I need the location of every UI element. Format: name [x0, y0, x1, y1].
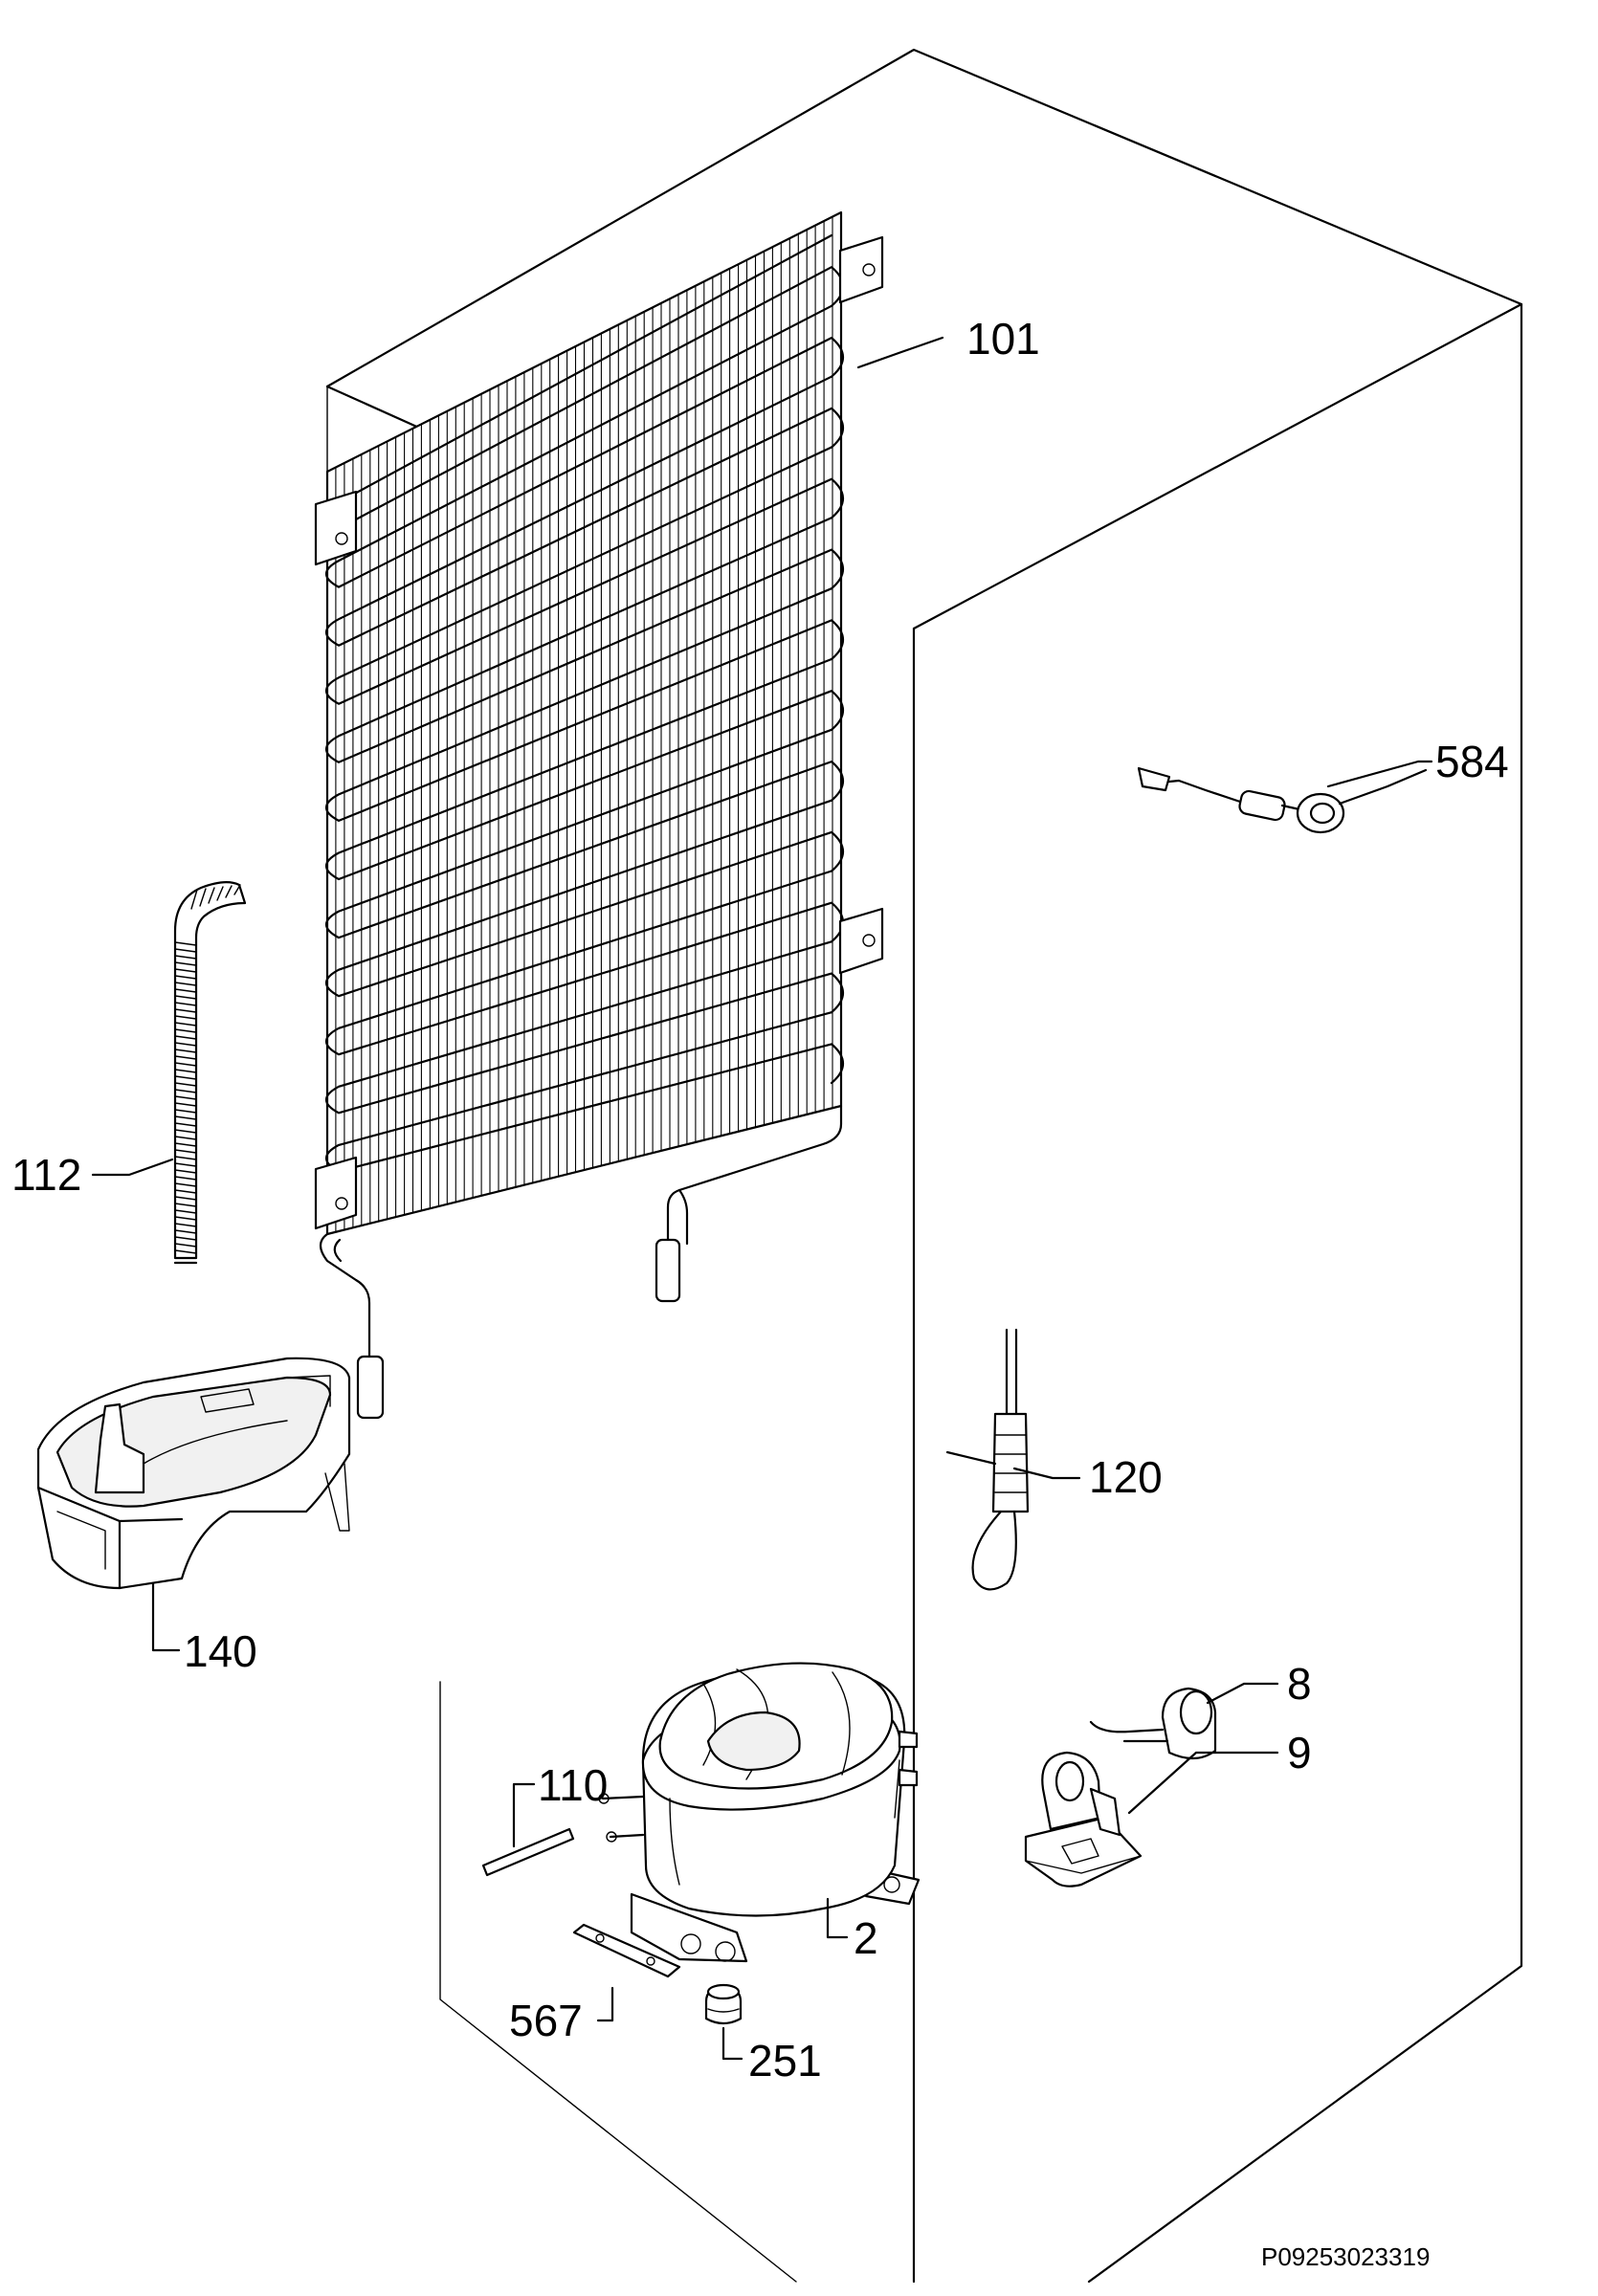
cabinet-outline: [325, 48, 1523, 2284]
label-584: 584: [1435, 737, 1509, 786]
start-relay: [1089, 1687, 1217, 1760]
label-120: 120: [1089, 1452, 1163, 1502]
label-8: 8: [1287, 1659, 1312, 1709]
thermistor-cable: [1137, 766, 1428, 834]
thermostat-sensor: [945, 1328, 1030, 1591]
rubber-grommet: [704, 1983, 743, 2025]
label-567: 567: [509, 1996, 583, 2045]
mounting-plate: [572, 1923, 681, 1978]
drip-tray: [36, 1357, 351, 1590]
label-9: 9: [1287, 1728, 1312, 1777]
label-140: 140: [184, 1626, 257, 1676]
label-2: 2: [854, 1913, 878, 1963]
compressor: [598, 1662, 921, 1963]
drawing-code: P09253023319: [1261, 2242, 1430, 2271]
drain-hose: [173, 881, 247, 1265]
process-tube: [481, 1827, 575, 1877]
label-110: 110: [538, 1760, 608, 1810]
label-101: 101: [966, 314, 1040, 364]
label-112: 112: [11, 1150, 81, 1200]
overload-protector: [1024, 1751, 1143, 1888]
condenser-coil: [314, 210, 884, 1420]
leader-lines: [91, 336, 1433, 2061]
label-251: 251: [748, 2036, 822, 2086]
